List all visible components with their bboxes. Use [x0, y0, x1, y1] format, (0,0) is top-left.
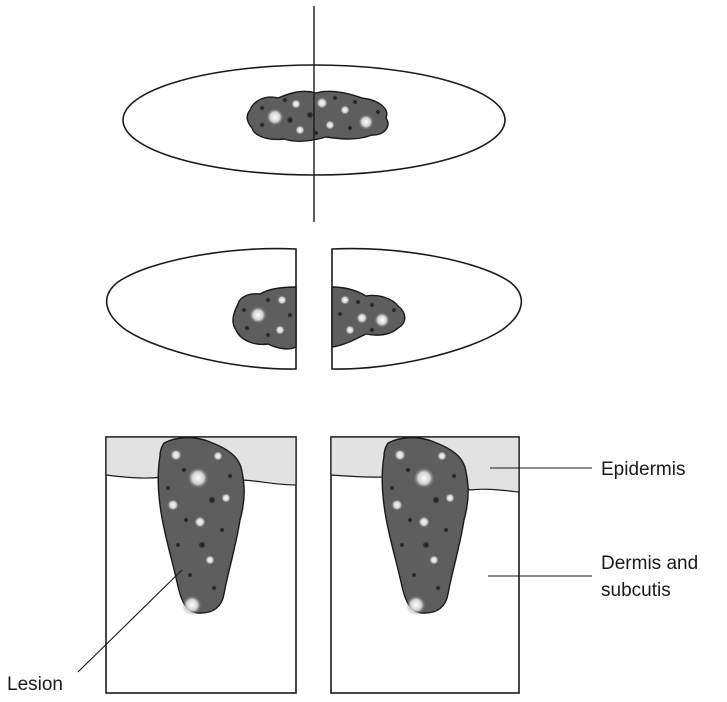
dark-spot	[208, 496, 216, 504]
dark-spot	[287, 312, 293, 318]
bisected-excision	[106, 249, 521, 369]
dark-spot	[369, 302, 375, 308]
dark-spot	[259, 122, 265, 128]
dark-spot	[211, 585, 217, 591]
dark-spot	[389, 485, 395, 491]
dark-spot	[282, 97, 288, 103]
dark-spot	[183, 517, 189, 523]
dark-spot	[337, 311, 343, 317]
light-spot	[394, 449, 406, 461]
dark-spot	[265, 297, 271, 303]
dark-spot	[227, 473, 233, 479]
light-spot	[221, 493, 231, 503]
dark-spot	[259, 105, 265, 111]
dark-spot	[391, 307, 397, 313]
light-spot	[358, 114, 374, 130]
light-spot	[429, 555, 439, 565]
light-spot	[275, 325, 285, 335]
dark-spot	[422, 541, 430, 549]
dark-spot	[432, 496, 440, 504]
light-spot	[356, 312, 368, 324]
light-spot	[413, 467, 435, 489]
light-spot	[266, 108, 284, 126]
dark-spot	[411, 572, 417, 578]
cross-section-right	[331, 437, 519, 693]
dark-spot	[198, 541, 206, 549]
dark-spot	[241, 307, 247, 313]
dark-spot	[332, 95, 338, 101]
dark-spot	[181, 467, 187, 473]
light-spot	[437, 451, 447, 461]
dark-spot	[352, 99, 358, 105]
dark-spot	[451, 473, 457, 479]
light-spot	[316, 97, 328, 109]
light-spot	[291, 99, 301, 109]
light-spot	[182, 595, 202, 615]
dark-spot	[347, 125, 353, 131]
dark-spot	[286, 116, 294, 124]
dark-spot	[306, 111, 314, 119]
light-spot	[205, 555, 215, 565]
dermis-label-line1: Dermis and	[601, 553, 698, 574]
dermis-label-line2: subcutis	[601, 580, 671, 601]
dark-spot	[369, 327, 375, 333]
light-spot	[213, 451, 223, 461]
dark-spot	[244, 325, 250, 331]
epidermis-label: Epidermis	[601, 459, 685, 480]
dark-spot	[435, 585, 441, 591]
dark-spot	[399, 542, 405, 548]
dark-spot	[175, 542, 181, 548]
lesion-label: Lesion	[7, 674, 63, 695]
light-spot	[249, 306, 267, 324]
dark-spot	[355, 299, 361, 305]
light-spot	[194, 516, 206, 528]
light-spot	[295, 125, 305, 135]
light-spot	[170, 449, 182, 461]
light-spot	[277, 295, 287, 305]
light-spot	[418, 516, 430, 528]
light-spot	[391, 499, 403, 511]
light-spot	[187, 467, 209, 489]
dark-spot	[375, 109, 381, 115]
light-spot	[340, 105, 350, 115]
dark-spot	[165, 485, 171, 491]
dark-spot	[443, 527, 449, 533]
light-spot	[345, 325, 355, 335]
light-spot	[340, 295, 350, 305]
light-spot	[406, 595, 426, 615]
dark-spot	[219, 527, 225, 533]
dark-spot	[187, 572, 193, 578]
dark-spot	[407, 517, 413, 523]
light-spot	[445, 493, 455, 503]
dark-spot	[405, 467, 411, 473]
light-spot	[167, 499, 179, 511]
light-spot	[374, 312, 390, 328]
light-spot	[325, 120, 335, 130]
intact-excision	[123, 6, 505, 222]
dark-spot	[265, 332, 271, 338]
cross-section-left	[106, 437, 296, 693]
